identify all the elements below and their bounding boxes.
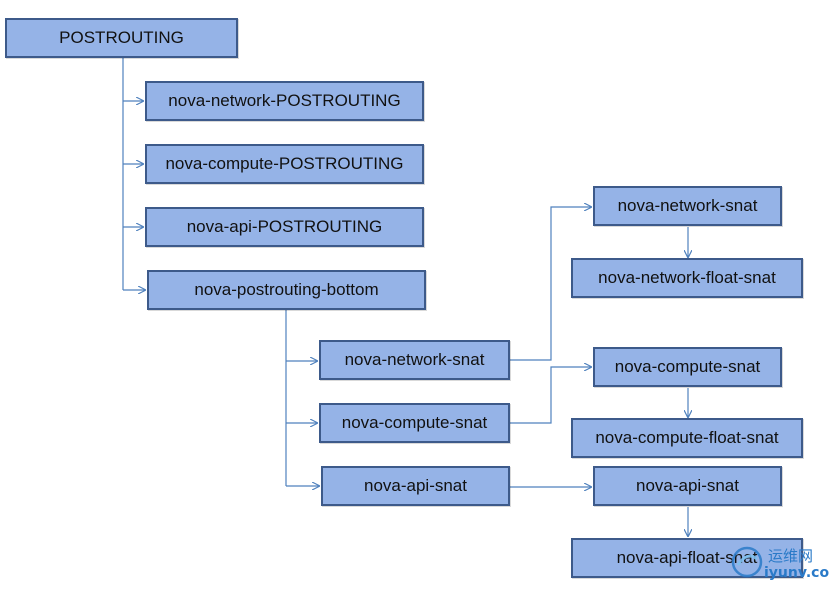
- node-label: nova-api-snat: [363, 476, 467, 495]
- node-nova-compute-snat-right: nova-compute-snat: [593, 347, 782, 387]
- node-label: nova-network-POSTROUTING: [168, 91, 401, 110]
- node-label: nova-compute-snat: [614, 357, 761, 376]
- node-nova-network-float-snat: nova-network-float-snat: [571, 258, 803, 298]
- edge-network-snat-to-right: [510, 207, 591, 361]
- node-nova-api-snat-right: nova-api-snat: [593, 466, 782, 506]
- node-label: nova-compute-snat: [341, 413, 488, 432]
- node-postrouting: POSTROUTING: [5, 18, 238, 58]
- node-label: POSTROUTING: [59, 28, 184, 47]
- node-nova-api-snat-left: nova-api-snat: [321, 466, 510, 506]
- node-nova-compute-snat-left: nova-compute-snat: [319, 403, 510, 443]
- node-nova-postrouting-bottom: nova-postrouting-bottom: [147, 270, 426, 310]
- node-label: nova-network-snat: [344, 350, 485, 369]
- watermark: 运维网 iyunv.com: [728, 543, 830, 587]
- node-nova-network-snat-left: nova-network-snat: [319, 340, 510, 380]
- node-label: nova-compute-float-snat: [595, 428, 779, 447]
- node-nova-api-float-snat: nova-api-float-snat: [571, 538, 803, 578]
- node-label: nova-compute-POSTROUTING: [165, 154, 404, 173]
- node-nova-api-postrouting: nova-api-POSTROUTING: [145, 207, 424, 247]
- node-nova-network-snat-right: nova-network-snat: [593, 186, 782, 226]
- watermark-logo-icon: [731, 546, 763, 578]
- watermark-chinese-text: 运维网: [768, 547, 814, 565]
- node-label: nova-network-float-snat: [598, 268, 776, 287]
- edge-compute-snat-to-right: [510, 367, 591, 424]
- node-label: nova-api-float-snat: [616, 548, 758, 567]
- node-nova-network-postrouting: nova-network-POSTROUTING: [145, 81, 424, 121]
- node-nova-compute-float-snat: nova-compute-float-snat: [571, 418, 803, 458]
- node-nova-compute-postrouting: nova-compute-POSTROUTING: [145, 144, 424, 184]
- watermark-url-text: iyunv.com: [764, 565, 830, 581]
- node-label: nova-network-snat: [617, 196, 758, 215]
- node-label: nova-api-snat: [635, 476, 739, 495]
- node-label: nova-api-POSTROUTING: [186, 217, 383, 236]
- node-label: nova-postrouting-bottom: [194, 280, 379, 299]
